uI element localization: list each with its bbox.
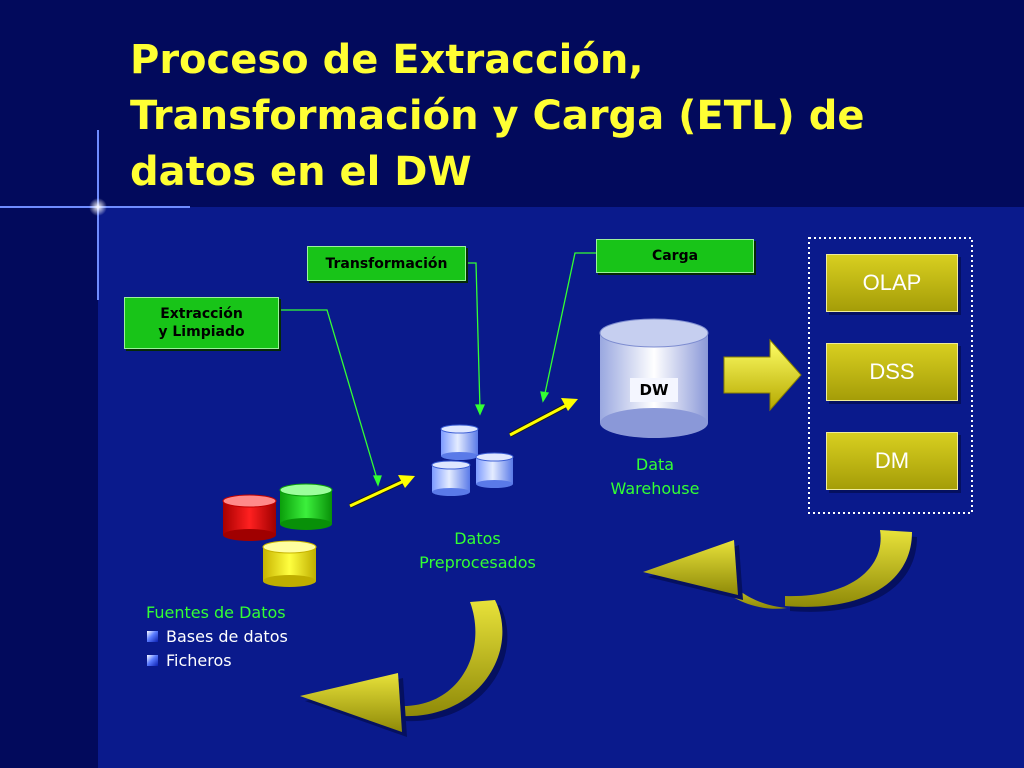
tool-dss-label: DSS <box>869 359 915 384</box>
load-label-text: Carga <box>651 248 699 264</box>
curved-arrow-icon <box>300 600 508 737</box>
leader-lines <box>278 252 596 487</box>
tool-dm-label: DM <box>874 448 910 473</box>
tool-olap-label: OLAP <box>862 270 922 295</box>
extraction-label: Extracción y Limpiado <box>124 297 279 349</box>
left-band <box>0 207 98 768</box>
dw-caption-line-1: Data <box>635 455 675 474</box>
slide-title: Proceso de Extracción, Transformación y … <box>130 32 990 200</box>
flow-arrow-icon <box>348 398 578 509</box>
list-item: Ficheros <box>146 649 288 673</box>
list-item-text: Ficheros <box>166 651 232 670</box>
tool-dm: DM <box>826 432 958 490</box>
dw-caption: Data Warehouse <box>585 453 725 501</box>
load-label: Carga <box>596 239 754 273</box>
header-band <box>0 0 1024 207</box>
dw-caption-line-2: Warehouse <box>610 479 700 498</box>
transformation-label-text: Transformación <box>325 255 448 272</box>
data-sources-heading: Fuentes de Datos <box>146 603 286 622</box>
data-sources: Fuentes de Datos Bases de datos Ficheros <box>146 601 288 673</box>
source-db-yellow-icon <box>262 540 317 587</box>
list-item: Bases de datos <box>146 625 288 649</box>
transformation-label: Transformación <box>307 246 466 281</box>
preprocessed-db-icon <box>431 424 514 496</box>
list-item-text: Bases de datos <box>166 627 288 646</box>
tool-olap: OLAP <box>826 254 958 312</box>
preprocessed-caption: Datos Preprocesados <box>395 527 560 575</box>
extraction-label-line-2: y Limpiado <box>158 324 245 340</box>
source-db-green-icon <box>279 483 333 530</box>
preprocessed-caption-line-1: Datos <box>454 529 501 548</box>
title-line-1: Proceso de Extracción, <box>130 37 644 83</box>
bullet-square-icon <box>147 655 158 666</box>
tool-dss: DSS <box>826 343 958 401</box>
tools-frame <box>808 237 973 514</box>
preprocessed-caption-line-2: Preprocesados <box>419 553 536 572</box>
curved-arrow-icon <box>643 530 917 612</box>
block-arrow-icon <box>723 338 802 412</box>
dw-cylinder-label: DW <box>630 378 678 402</box>
bullet-square-icon <box>147 631 158 642</box>
decorative-flare <box>0 130 190 300</box>
source-db-red-icon <box>222 494 277 541</box>
title-line-2: Transformación y Carga (ETL) de <box>130 93 865 139</box>
extraction-label-line-1: Extracción <box>160 306 243 322</box>
data-sources-list: Bases de datos Ficheros <box>146 625 288 673</box>
title-line-3: datos en el DW <box>130 149 472 195</box>
